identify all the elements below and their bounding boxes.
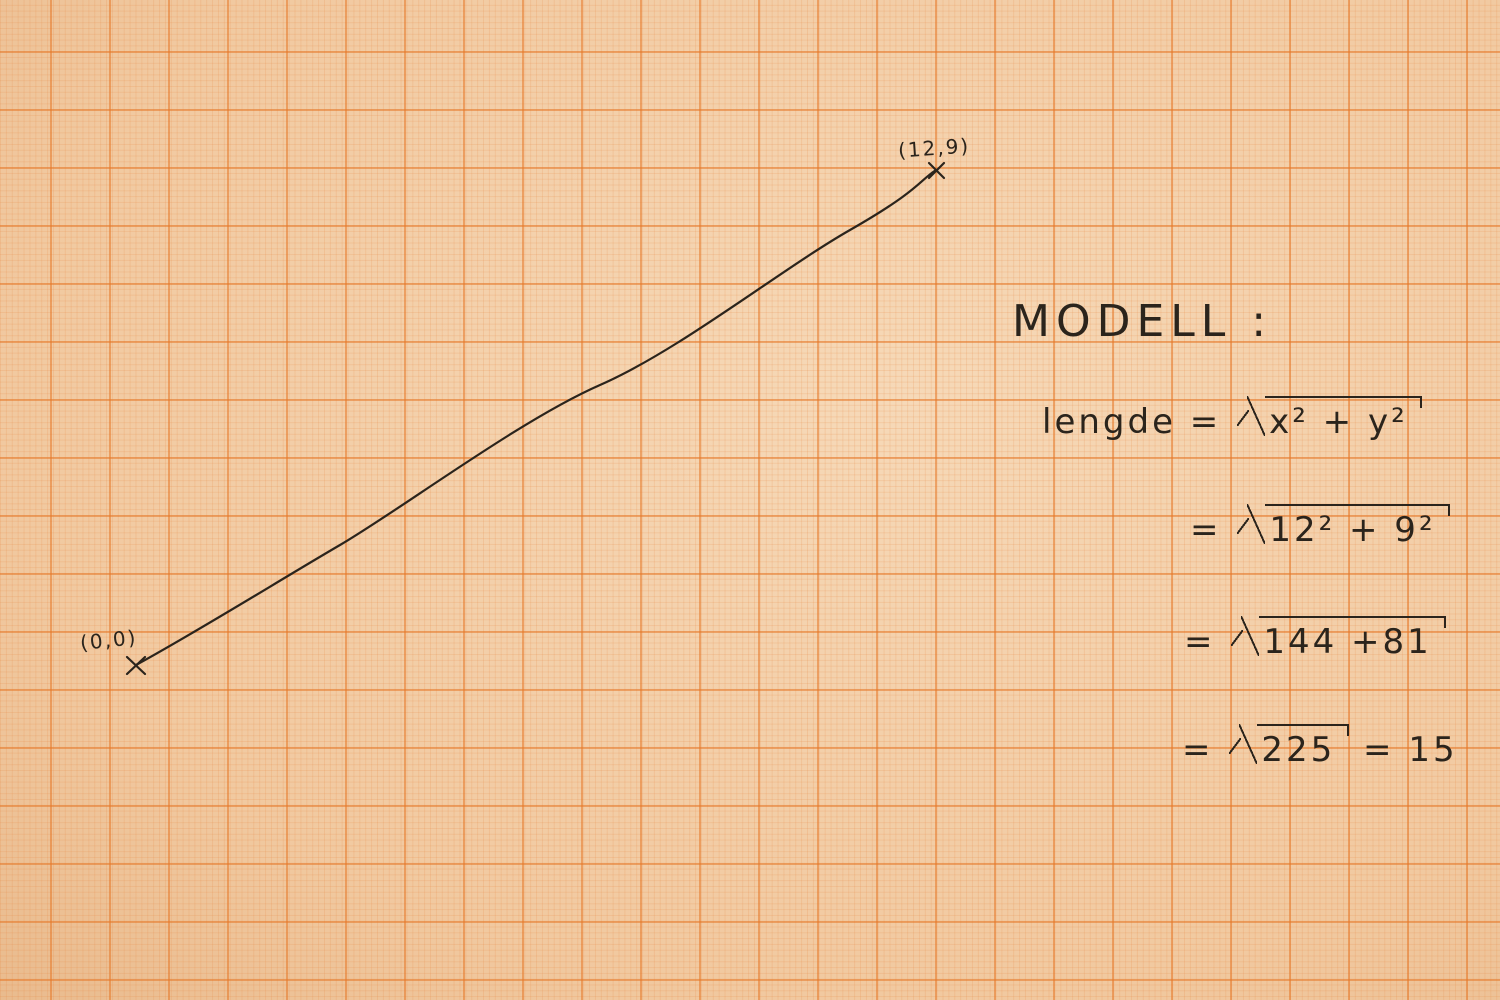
formula-line-3: = 144 +81 — [1184, 616, 1447, 662]
formula-line-4: = 225 = 15 — [1182, 724, 1458, 770]
formula-line-1-left: lengde = — [1042, 402, 1222, 442]
radicand-4: 225 — [1261, 730, 1336, 770]
end-cross-mark — [927, 161, 946, 180]
origin-cross-mark — [125, 655, 147, 676]
formula-line-2: = 12² + 9² — [1190, 504, 1450, 550]
formula-line-4-result: = 15 — [1363, 730, 1458, 770]
line-segment — [134, 168, 938, 667]
square-root-3: 144 +81 — [1229, 616, 1447, 662]
radicand-2: 12² + 9² — [1269, 510, 1436, 550]
formula-line-2-left: = — [1190, 510, 1222, 550]
formula-line-3-left: = — [1184, 622, 1216, 662]
formula-line-4-left: = — [1182, 730, 1214, 770]
formula-line-1: lengde = x² + y² — [1042, 396, 1422, 442]
model-heading: MODELL : — [1012, 296, 1273, 347]
square-root-2: 12² + 9² — [1235, 504, 1450, 550]
radicand-3: 144 +81 — [1263, 622, 1432, 662]
end-point-label: (12,9) — [897, 133, 971, 163]
radicand-1: x² + y² — [1269, 402, 1408, 442]
square-root-1: x² + y² — [1235, 396, 1422, 442]
square-root-4: 225 — [1227, 724, 1350, 770]
